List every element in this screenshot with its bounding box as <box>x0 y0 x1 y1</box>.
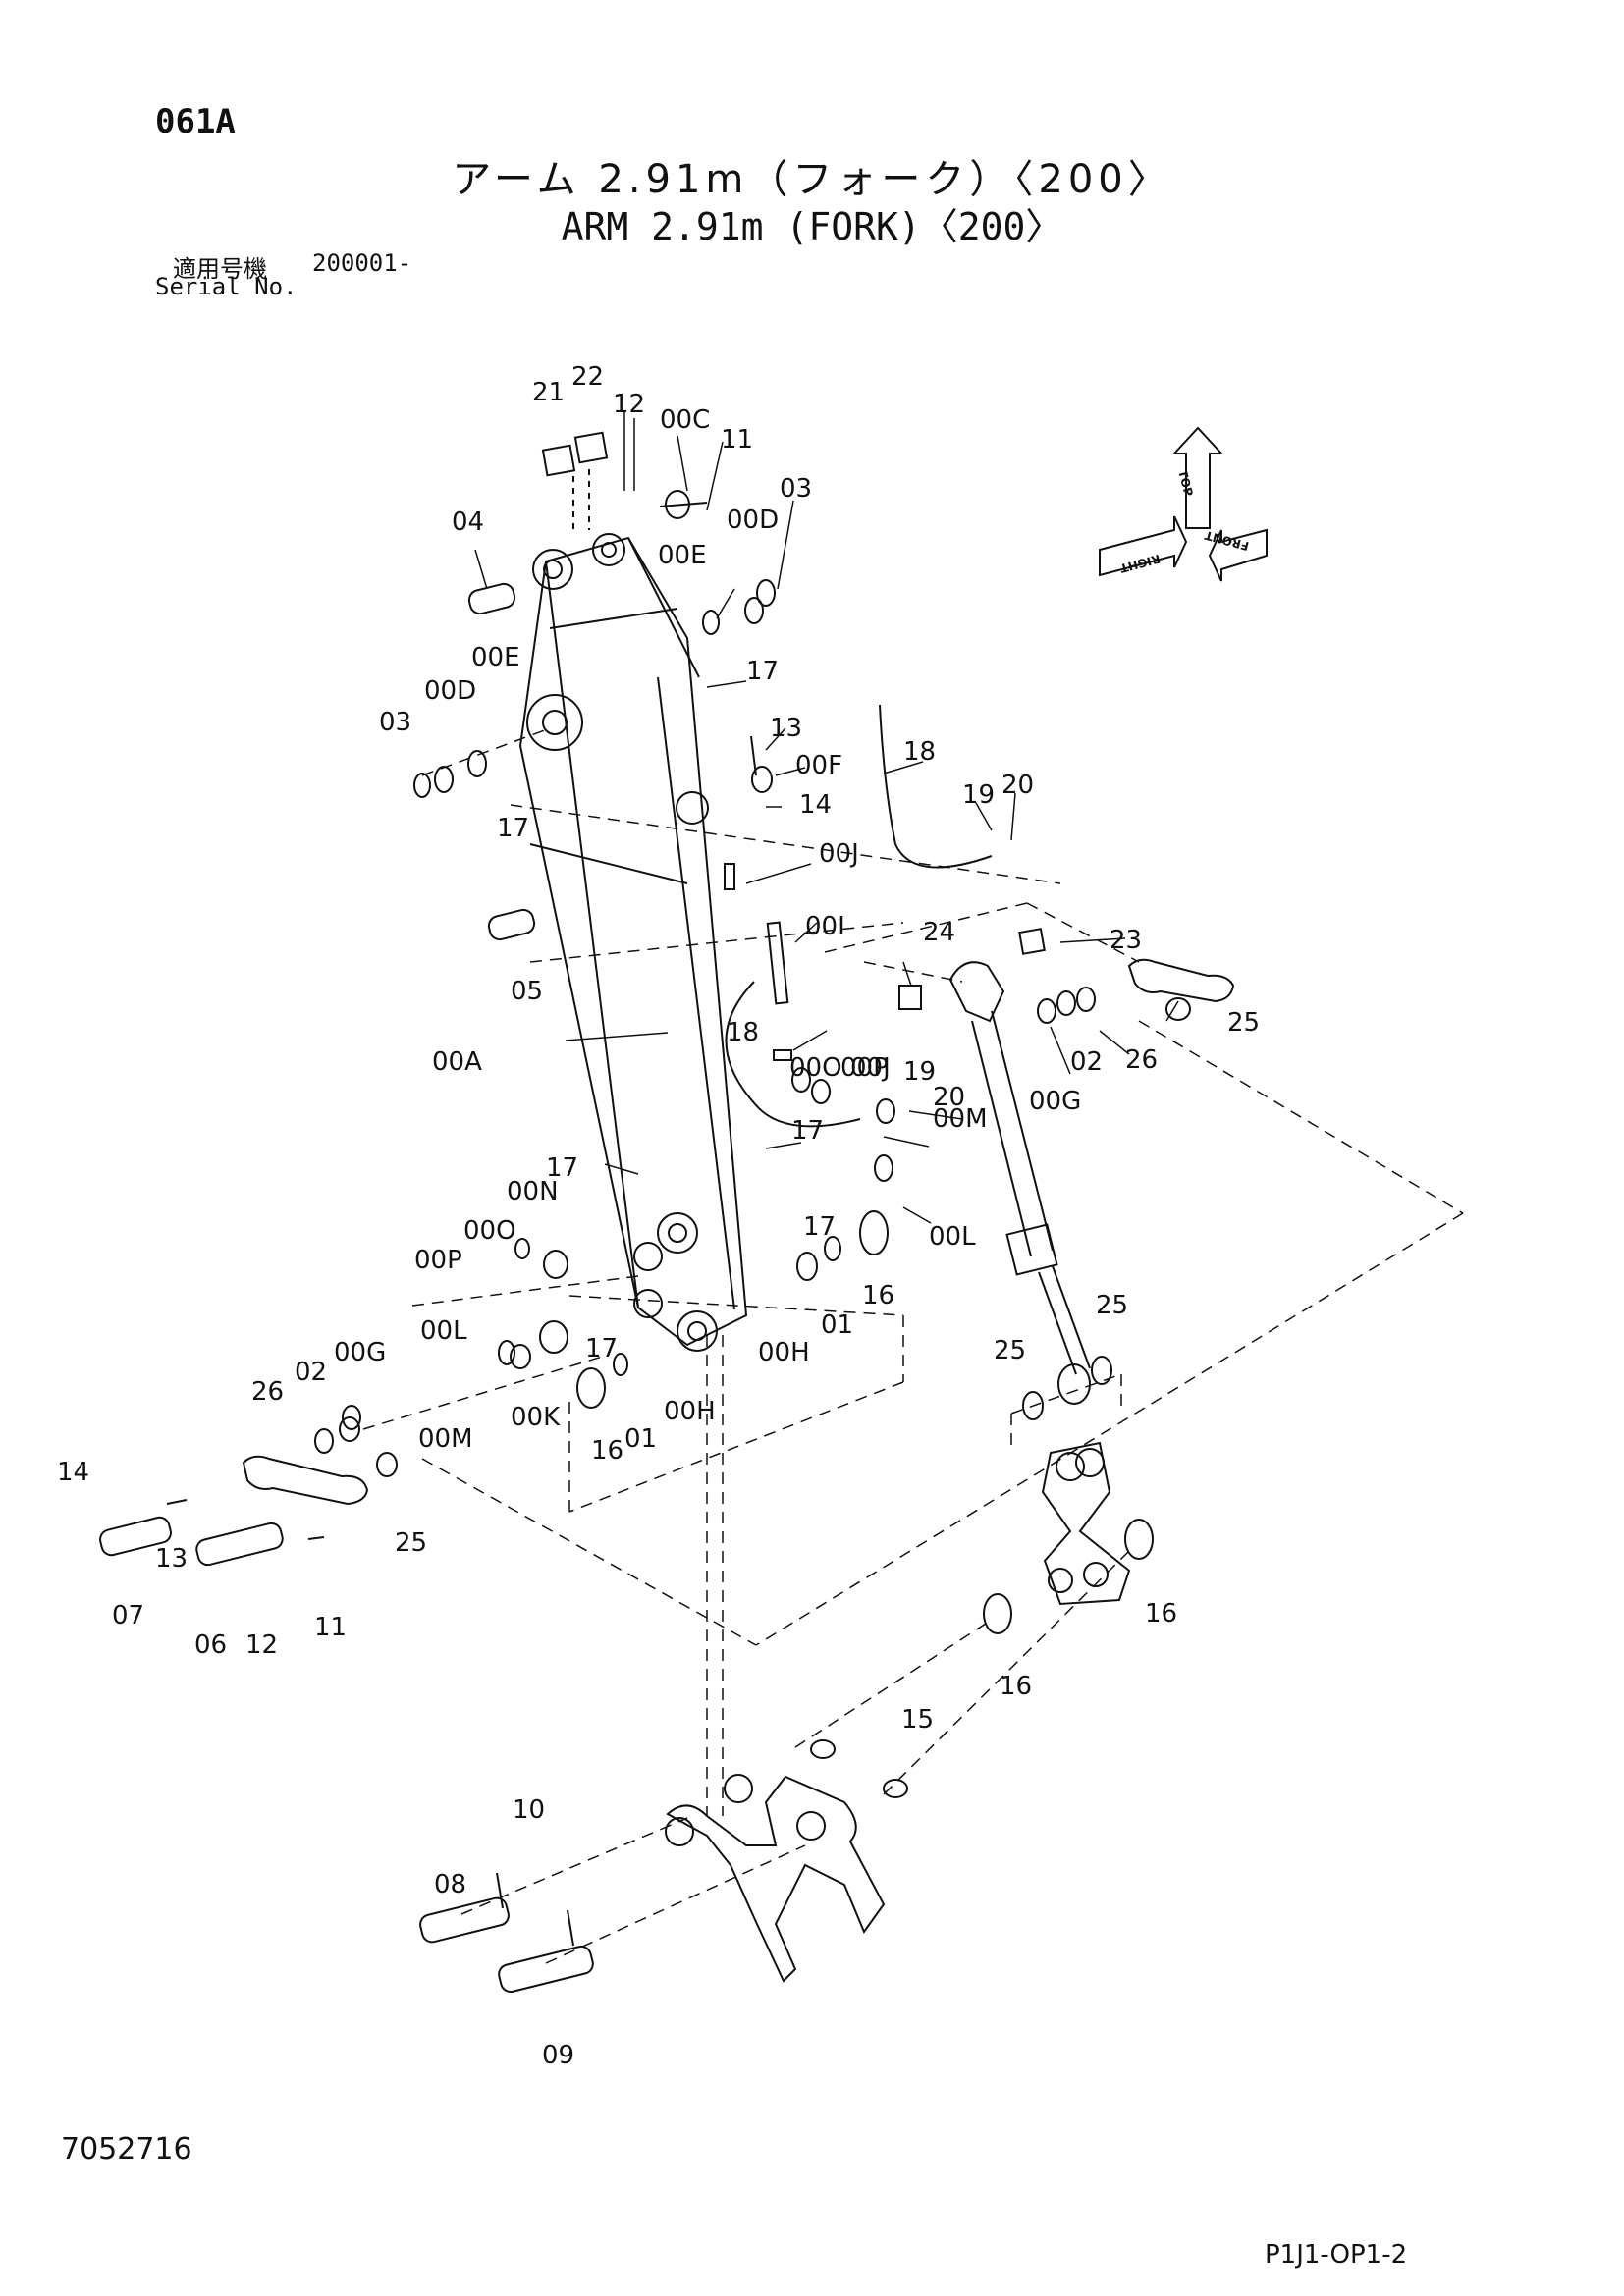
callout-00i: 00I <box>805 912 845 941</box>
callout-00o: 00O <box>789 1053 842 1083</box>
fork-assembly <box>665 1774 886 1983</box>
callout-00o: 00O <box>463 1216 516 1246</box>
callout-07: 07 <box>112 1601 144 1630</box>
callout-labels: 21221200C11030400E00D00E00D03171300F1417… <box>57 362 1260 2070</box>
callout-19: 19 <box>962 780 995 810</box>
callout-00p: 00P <box>840 1053 889 1083</box>
callout-00m: 00M <box>933 1104 988 1134</box>
callout-00h: 00H <box>664 1397 716 1426</box>
callout-14: 14 <box>799 790 832 820</box>
callout-17: 17 <box>746 657 779 686</box>
callout-17: 17 <box>585 1334 618 1363</box>
callout-03: 03 <box>379 708 411 737</box>
callout-02: 02 <box>1070 1047 1103 1077</box>
links <box>242 958 1235 1506</box>
callout-00p: 00P <box>414 1246 462 1275</box>
callout-00d: 00D <box>424 676 476 706</box>
callout-05: 05 <box>511 977 543 1006</box>
title-japanese: アーム 2.91m（フォーク）〈200〉 <box>452 157 1172 202</box>
callout-20: 20 <box>1001 771 1034 800</box>
callout-12: 12 <box>613 390 645 419</box>
top-plates <box>541 431 609 530</box>
callout-04: 04 <box>452 507 484 537</box>
callout-13: 13 <box>770 714 802 743</box>
callout-16: 16 <box>591 1436 623 1466</box>
orientation-indicator <box>1099 426 1268 582</box>
callout-16: 16 <box>1000 1672 1032 1701</box>
callout-00h: 00H <box>758 1338 810 1367</box>
callout-17: 17 <box>497 814 529 843</box>
callout-16: 16 <box>1145 1599 1177 1629</box>
callout-14: 14 <box>57 1458 89 1487</box>
callout-01: 01 <box>624 1424 657 1454</box>
callout-25: 25 <box>994 1336 1026 1365</box>
callout-13: 13 <box>155 1544 188 1574</box>
callout-00g: 00G <box>1029 1087 1081 1116</box>
callout-09: 09 <box>542 2041 574 2070</box>
serial-value: 200001- <box>312 249 412 277</box>
callout-18: 18 <box>903 737 936 767</box>
assembly-lines <box>362 727 1464 1964</box>
serial-label-japanese: 適用号機 <box>173 255 267 283</box>
callout-00k: 00K <box>511 1403 561 1432</box>
callout-21: 21 <box>532 378 565 407</box>
callout-24: 24 <box>923 918 955 947</box>
callout-00c: 00C <box>660 405 710 435</box>
callout-01: 01 <box>821 1310 853 1340</box>
callout-19: 19 <box>903 1057 936 1087</box>
callout-00n: 00N <box>507 1177 559 1206</box>
callout-17: 17 <box>803 1212 836 1242</box>
callout-16: 16 <box>862 1281 894 1310</box>
callout-12: 12 <box>245 1630 278 1660</box>
callout-23: 23 <box>1110 926 1142 955</box>
orientation-top: TOP <box>1175 468 1196 498</box>
callout-00a: 00A <box>432 1047 482 1077</box>
callout-26: 26 <box>1125 1045 1158 1075</box>
callout-17: 17 <box>791 1116 824 1146</box>
callout-08: 08 <box>434 1870 466 1899</box>
callout-20: 20 <box>933 1083 965 1112</box>
callout-00e: 00E <box>658 541 707 570</box>
callout-25: 25 <box>1227 1008 1260 1038</box>
callout-00f: 00F <box>795 751 842 780</box>
leader-lines <box>474 412 1179 1224</box>
callout-25: 25 <box>1096 1291 1128 1320</box>
callout-00e: 00E <box>471 643 520 672</box>
callout-00l: 00L <box>929 1222 976 1252</box>
serial-label-english: Serial No. <box>155 273 298 300</box>
hydraulic-cylinder <box>948 961 1091 1405</box>
callout-00l: 00L <box>420 1316 467 1346</box>
callout-02: 02 <box>295 1358 327 1387</box>
title-english: ARM 2.91m (FORK)〈200〉 <box>561 205 1063 248</box>
callout-17: 17 <box>546 1153 578 1183</box>
callout-00d: 00D <box>727 506 779 535</box>
callout-25: 25 <box>395 1528 427 1558</box>
pins <box>99 582 594 1994</box>
callout-10: 10 <box>513 1795 545 1825</box>
callout-11: 11 <box>721 425 753 454</box>
hoses <box>725 704 993 1128</box>
arm-body <box>518 533 748 1352</box>
callout-15: 15 <box>901 1705 934 1735</box>
callout-06: 06 <box>194 1630 227 1660</box>
callout-00g: 00G <box>334 1338 386 1367</box>
sheet-code: 061A <box>155 102 236 141</box>
callout-03: 03 <box>780 474 812 504</box>
document-number: 7052716 <box>61 2132 192 2166</box>
callout-00m: 00M <box>418 1424 473 1454</box>
bushings-seals <box>314 490 1191 1798</box>
link-assembly <box>1041 1441 1131 1606</box>
callout-18: 18 <box>727 1018 759 1047</box>
callout-00j: 00J <box>819 839 859 869</box>
small-parts <box>166 502 1046 1947</box>
callout-22: 22 <box>571 362 604 392</box>
callout-26: 26 <box>251 1377 284 1407</box>
page-reference: P1J1-OP1-2 <box>1265 2240 1408 2269</box>
callout-11: 11 <box>314 1613 347 1642</box>
callout-00j: 00J <box>850 1053 891 1083</box>
